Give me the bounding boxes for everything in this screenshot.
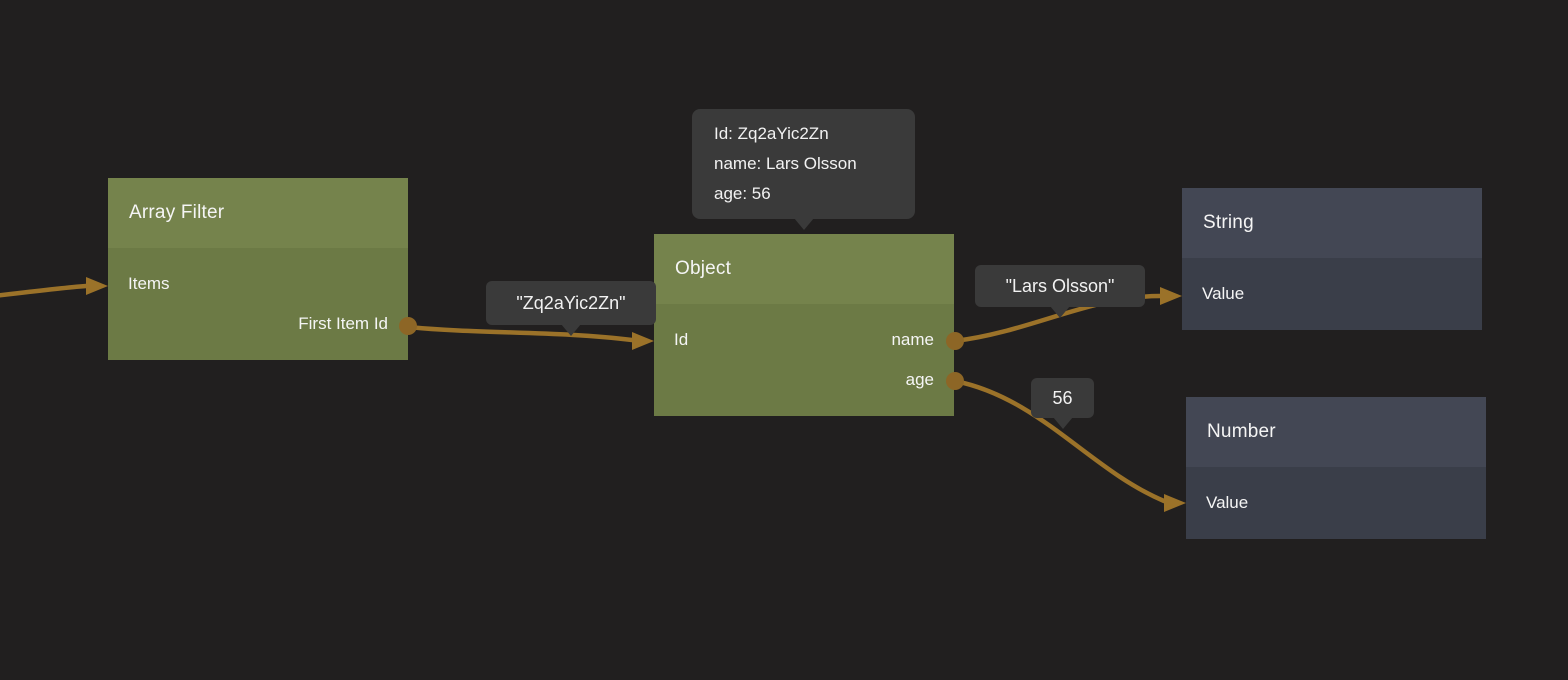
- node-number-body: Value: [1186, 467, 1486, 539]
- port-row-age[interactable]: age: [654, 360, 954, 400]
- input-port-arrow-icon-number-value[interactable]: [1164, 494, 1186, 512]
- input-port-arrow-icon-items[interactable]: [86, 277, 108, 295]
- output-port-label-name: name: [891, 330, 934, 349]
- port-row-items[interactable]: Items: [108, 264, 408, 304]
- node-number[interactable]: Number Value: [1186, 397, 1486, 539]
- wire-value-chip-id: "Zq2aYic2Zn": [486, 281, 656, 325]
- input-port-arrow-icon-string-value[interactable]: [1160, 287, 1182, 305]
- node-array-filter-header[interactable]: Array Filter: [108, 178, 408, 248]
- wire-into-items[interactable]: [0, 283, 89, 298]
- node-object-header[interactable]: Object: [654, 234, 954, 304]
- tooltip-line-id: Id: Zq2aYic2Zn: [714, 124, 829, 143]
- wire-value-chip-name: "Lars Olsson": [975, 265, 1145, 307]
- node-object[interactable]: Object Id name age: [654, 234, 954, 416]
- port-row-number-value[interactable]: Value: [1186, 483, 1486, 523]
- input-port-label-number-value: Value: [1206, 493, 1249, 512]
- input-port-arrow-icon-id[interactable]: [632, 332, 654, 350]
- node-string[interactable]: String Value: [1182, 188, 1482, 330]
- output-port-label-first-item-id: First Item Id: [298, 314, 388, 333]
- input-port-label-id: Id: [674, 330, 689, 349]
- wire-first-item-id-to-id[interactable]: [405, 324, 635, 343]
- port-row-id-name[interactable]: Id name: [654, 320, 954, 360]
- node-array-filter[interactable]: Array Filter Items First Item Id: [108, 178, 408, 360]
- node-string-body: Value: [1182, 258, 1482, 330]
- object-preview-tooltip: Id: Zq2aYic2Zn name: Lars Olsson age: 56: [692, 109, 915, 219]
- node-object-body: Id name age: [654, 304, 954, 416]
- input-port-label-items: Items: [128, 274, 170, 293]
- tooltip-line-name: name: Lars Olsson: [714, 154, 857, 173]
- input-port-label-string-value: Value: [1202, 284, 1245, 303]
- node-string-header[interactable]: String: [1182, 188, 1482, 258]
- tooltip-line-age: age: 56: [714, 184, 771, 203]
- wire-value-chip-age: 56: [1031, 378, 1094, 418]
- port-row-first-item-id[interactable]: First Item Id: [108, 304, 408, 344]
- port-row-string-value[interactable]: Value: [1182, 274, 1482, 314]
- output-port-label-age: age: [905, 370, 934, 389]
- node-array-filter-body: Items First Item Id: [108, 248, 408, 360]
- node-number-header[interactable]: Number: [1186, 397, 1486, 467]
